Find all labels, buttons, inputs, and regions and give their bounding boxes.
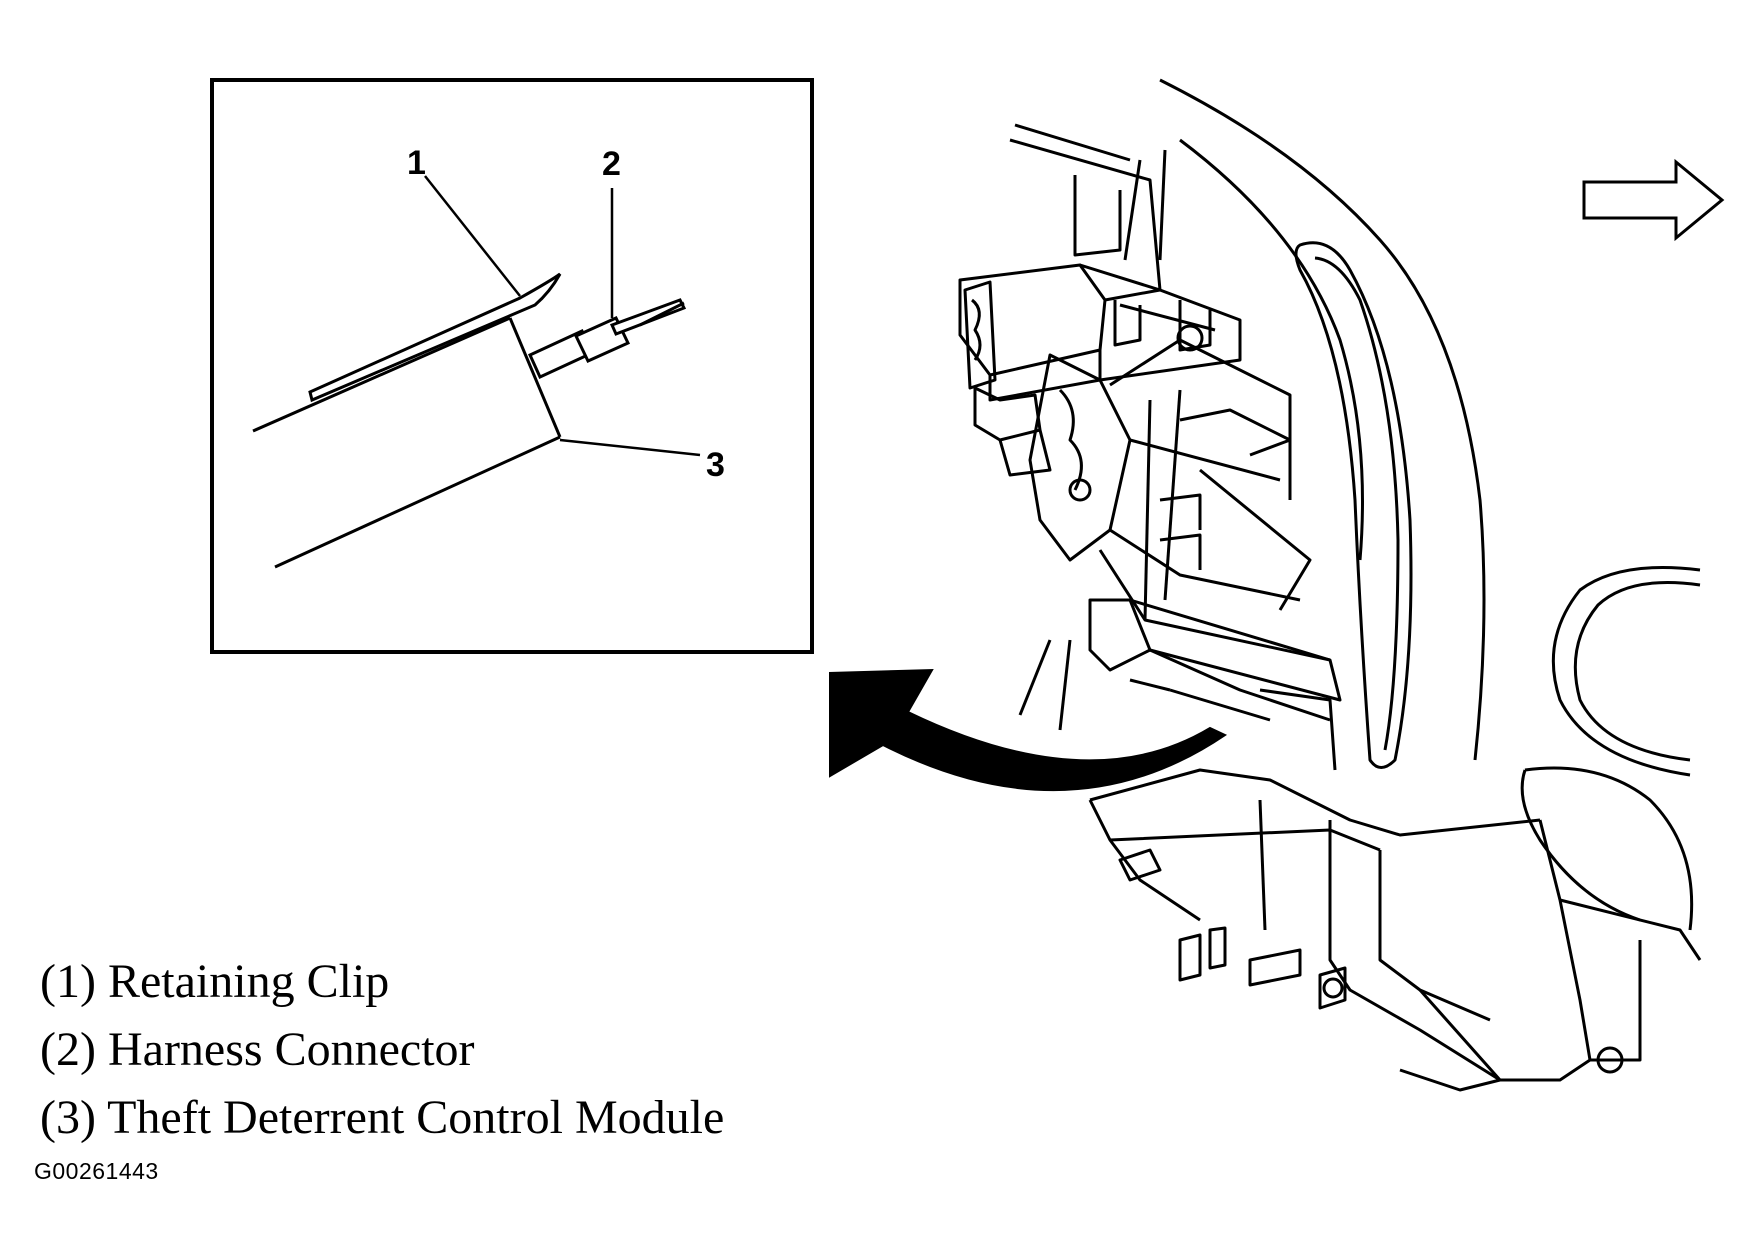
legend-number: (1) (40, 955, 96, 1008)
leader-lines (424, 175, 701, 457)
instrument-panel-drawing (958, 78, 1702, 1092)
legend-number: (2) (40, 1023, 96, 1076)
figure-id: G00261443 (34, 1158, 159, 1184)
callout-3: 3 (706, 446, 725, 484)
legend-label: Retaining Clip (107, 955, 390, 1008)
legend-label: Harness Connector (107, 1023, 475, 1076)
legend-number: (3) (40, 1091, 96, 1144)
callout-2: 2 (602, 145, 621, 183)
detail-inset: 1 2 3 (210, 78, 814, 654)
retaining-clip (308, 272, 562, 403)
legend: (1) Retaining Clip (2) Harness Connector… (40, 948, 724, 1152)
locator-arrow (829, 668, 1228, 792)
legend-label: Theft Deterrent Control Module (107, 1091, 725, 1144)
harness-connector (528, 298, 687, 379)
callout-1: 1 (407, 144, 426, 182)
front-direction-arrow (1582, 158, 1725, 242)
module-body (252, 316, 562, 569)
legend-item-theft-deterrent-module: (3) Theft Deterrent Control Module (40, 1084, 724, 1152)
harness-wire (639, 301, 685, 327)
legend-item-retaining-clip: (1) Retaining Clip (40, 948, 724, 1016)
legend-item-harness-connector: (2) Harness Connector (40, 1016, 724, 1084)
inset-frame (210, 78, 814, 654)
